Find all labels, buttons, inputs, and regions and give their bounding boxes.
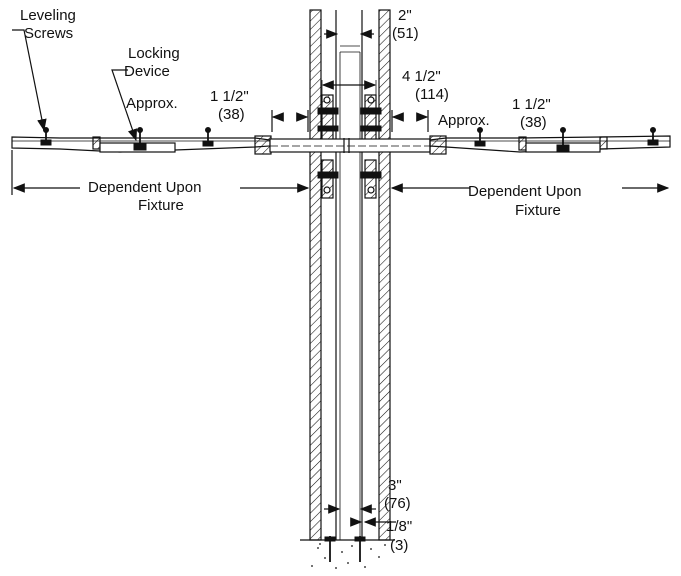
- label-dim-bottom-mm: (76): [384, 495, 411, 512]
- bolt-head-ur: [367, 96, 375, 104]
- annotations: Leveling Screws Locking Device Approx. 1…: [20, 7, 581, 554]
- arm-left-splice-1: [92, 136, 101, 150]
- label-dim-right-in: 1 1/2": [512, 96, 551, 113]
- anchor-nut-left: [324, 536, 336, 542]
- clamp-plate-lower-left: [321, 159, 334, 199]
- label-fixture-left: Fixture: [138, 197, 184, 214]
- arm-right-splice-1: [518, 136, 527, 151]
- leveling-screw-icon: [556, 127, 570, 152]
- arm-left-tapered-end: [254, 135, 272, 155]
- bolt-lower-left: [317, 171, 339, 179]
- anchor-nut-right: [354, 536, 366, 542]
- label-dim-top-in: 2": [398, 7, 412, 24]
- bolt-head-ul: [323, 96, 331, 104]
- bolt-head-ll: [323, 186, 331, 194]
- label-dim-left-mm: (38): [218, 106, 245, 123]
- label-device: Device: [124, 63, 170, 80]
- bolt-head-lr: [367, 186, 375, 194]
- label-dim-bottom-in: 3": [388, 477, 402, 494]
- label-fixture-right: Fixture: [515, 202, 561, 219]
- bolt-mid-left: [317, 125, 339, 132]
- column-wall-left: [309, 9, 322, 541]
- clamp-assembly: [317, 94, 382, 199]
- leader-locking-device: [111, 69, 138, 142]
- label-leveling: Leveling: [20, 7, 76, 24]
- clamp-plate-lower-right: [364, 159, 377, 199]
- label-approx-right: Approx.: [438, 112, 490, 129]
- footing: [300, 536, 395, 569]
- leveling-screw-icon: [40, 127, 52, 146]
- leveling-screw-icon: [474, 127, 486, 147]
- bolt-mid-right: [360, 125, 382, 132]
- bolt-upper-left: [317, 107, 339, 115]
- arm-right-splice-2: [599, 136, 608, 150]
- bolt-upper-right: [360, 107, 382, 115]
- label-dependent-right: Dependent Upon: [468, 183, 581, 200]
- arm-right-outline: [429, 135, 671, 153]
- label-dim-gap-mm: (3): [390, 537, 408, 554]
- concrete-speckle: [311, 543, 386, 569]
- label-dim-right-mm: (38): [520, 114, 547, 131]
- label-locking: Locking: [128, 45, 180, 62]
- cross-arm: [11, 127, 671, 155]
- leader-leveling-screws: [12, 29, 47, 132]
- label-dependent-left: Dependent Upon: [88, 179, 201, 196]
- label-dim-left-in: 1 1/2": [210, 88, 249, 105]
- bolt-lower-right: [360, 171, 382, 179]
- column-wall-right: [378, 9, 391, 541]
- label-screws: Screws: [24, 25, 73, 42]
- label-approx-left: Approx.: [126, 95, 178, 112]
- center-sleeve: [269, 138, 431, 153]
- label-dim-mid-in: 4 1/2": [402, 68, 441, 85]
- leveling-screw-icon: [647, 127, 659, 146]
- label-dim-gap-in: 1/8": [386, 518, 412, 535]
- label-dim-top-mm: (51): [392, 25, 419, 42]
- leveling-screw-icon: [202, 127, 214, 147]
- leaders: [11, 29, 670, 527]
- label-dim-mid-mm: (114): [415, 86, 449, 103]
- leveling-screw-icon: [133, 127, 147, 151]
